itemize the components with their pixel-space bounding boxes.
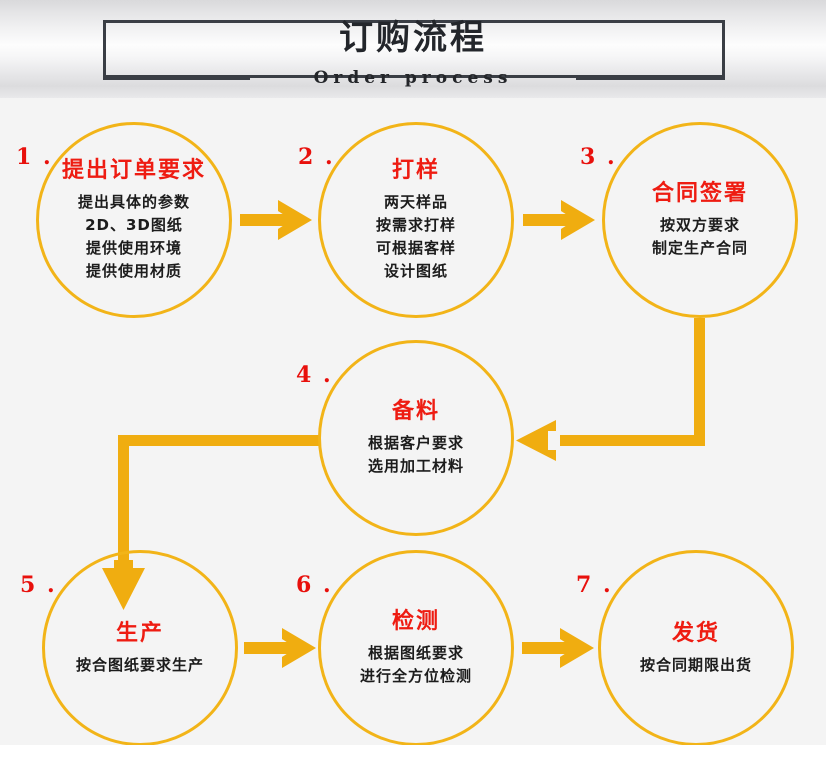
step-detail-lines: 两天样品 按需求打样 可根据客样 设计图纸 <box>376 191 456 283</box>
step-number: 7 . <box>576 572 613 598</box>
step-detail-line: 2D、3D图纸 <box>85 216 183 234</box>
step-title: 发货 <box>671 620 720 646</box>
step-detail-line: 按双方要求 <box>659 216 740 234</box>
step-detail-line: 按需求打样 <box>375 216 456 234</box>
step-content: 检测 根据图纸要求 进行全方位检测 <box>318 550 514 746</box>
step-detail-line: 可根据客样 <box>375 239 456 257</box>
step-detail-lines: 按合同期限出货 <box>640 654 752 677</box>
step-detail-line: 进行全方位检测 <box>359 667 472 685</box>
step-circle <box>36 122 232 318</box>
step-circle <box>42 550 238 746</box>
step-detail-line: 提供使用材质 <box>85 262 182 280</box>
header-rule-right <box>576 77 725 80</box>
step-detail-line: 设计图纸 <box>383 262 448 280</box>
arrow-step1-to-step2 <box>240 200 312 240</box>
step-detail-line: 按合图纸要求生产 <box>75 655 204 674</box>
step-content: 发货 按合同期限出货 <box>598 550 794 746</box>
step-title: 打样 <box>391 158 440 183</box>
step-number: 1 . <box>16 144 53 170</box>
flow-step-5[interactable]: 5 . 生产 按合图纸要求生产 <box>20 550 238 746</box>
step-content: 合同签署 按双方要求 制定生产合同 <box>602 122 798 318</box>
step-detail-lines: 提出具体的参数 2D、3D图纸 提供使用环境 提供使用材质 <box>78 191 190 283</box>
step-circle <box>602 122 798 318</box>
page-subtitle: Order process <box>313 68 513 88</box>
step-content: 打样 两天样品 按需求打样 可根据客样 设计图纸 <box>318 122 514 318</box>
step-number: 6 . <box>296 572 333 598</box>
flow-step-4[interactable]: 4 . 备料 根据客户要求 选用加工材料 <box>296 340 514 536</box>
flow-diagram: 1 . 提出订单要求 提出具体的参数 2D、3D图纸 提供使用环境 提供使用材质… <box>0 98 826 746</box>
step-content: 提出订单要求 提出具体的参数 2D、3D图纸 提供使用环境 提供使用材质 <box>36 122 232 318</box>
step-title: 备料 <box>391 399 440 424</box>
footer-strip <box>0 745 826 767</box>
step-number: 3 . <box>580 144 617 170</box>
step-number: 2 . <box>298 144 335 170</box>
step-title: 生产 <box>115 620 164 646</box>
step-detail-line: 按合同期限出货 <box>639 655 752 674</box>
flow-step-3[interactable]: 3 . 合同签署 按双方要求 制定生产合同 <box>580 122 798 318</box>
arrow-step2-to-step3 <box>523 200 595 240</box>
step-detail-lines: 按双方要求 制定生产合同 <box>652 214 748 260</box>
step-detail-line: 根据图纸要求 <box>367 644 464 662</box>
step-circle <box>318 340 514 536</box>
header-border-box <box>103 20 725 78</box>
flow-step-6[interactable]: 6 . 检测 根据图纸要求 进行全方位检测 <box>296 550 514 746</box>
step-detail-lines: 根据客户要求 选用加工材料 <box>368 432 464 478</box>
flow-step-2[interactable]: 2 . 打样 两天样品 按需求打样 可根据客样 设计图纸 <box>298 122 514 318</box>
flow-step-1[interactable]: 1 . 提出订单要求 提出具体的参数 2D、3D图纸 提供使用环境 提供使用材质 <box>16 122 232 318</box>
step-detail-line: 两天样品 <box>383 193 448 211</box>
step-detail-line: 选用加工材料 <box>367 457 464 475</box>
step-content: 生产 按合图纸要求生产 <box>42 550 238 746</box>
step-circle <box>318 550 514 746</box>
flow-step-7[interactable]: 7 . 发货 按合同期限出货 <box>576 550 794 746</box>
step-title: 检测 <box>391 609 440 634</box>
arrow-step6-to-step7 <box>522 628 594 668</box>
header-rule-left <box>103 77 250 80</box>
step-number: 5 . <box>20 572 57 598</box>
step-circle <box>318 122 514 318</box>
step-detail-line: 提出具体的参数 <box>77 193 190 211</box>
header-band: 订购流程 Order process <box>0 0 826 98</box>
step-detail-lines: 按合图纸要求生产 <box>76 654 204 677</box>
step-title: 提出订单要求 <box>61 158 206 183</box>
step-title: 合同签署 <box>651 181 748 206</box>
step-detail-line: 制定生产合同 <box>651 239 748 257</box>
arrow-step5-to-step6 <box>244 628 316 668</box>
step-number: 4 . <box>296 362 333 388</box>
step-content: 备料 根据客户要求 选用加工材料 <box>318 340 514 536</box>
step-detail-line: 根据客户要求 <box>367 434 464 452</box>
step-detail-line: 提供使用环境 <box>85 239 182 257</box>
arrow-step3-to-step4 <box>516 318 705 461</box>
step-detail-lines: 根据图纸要求 进行全方位检测 <box>360 642 472 688</box>
page-title: 订购流程 <box>339 18 487 58</box>
step-circle <box>598 550 794 746</box>
